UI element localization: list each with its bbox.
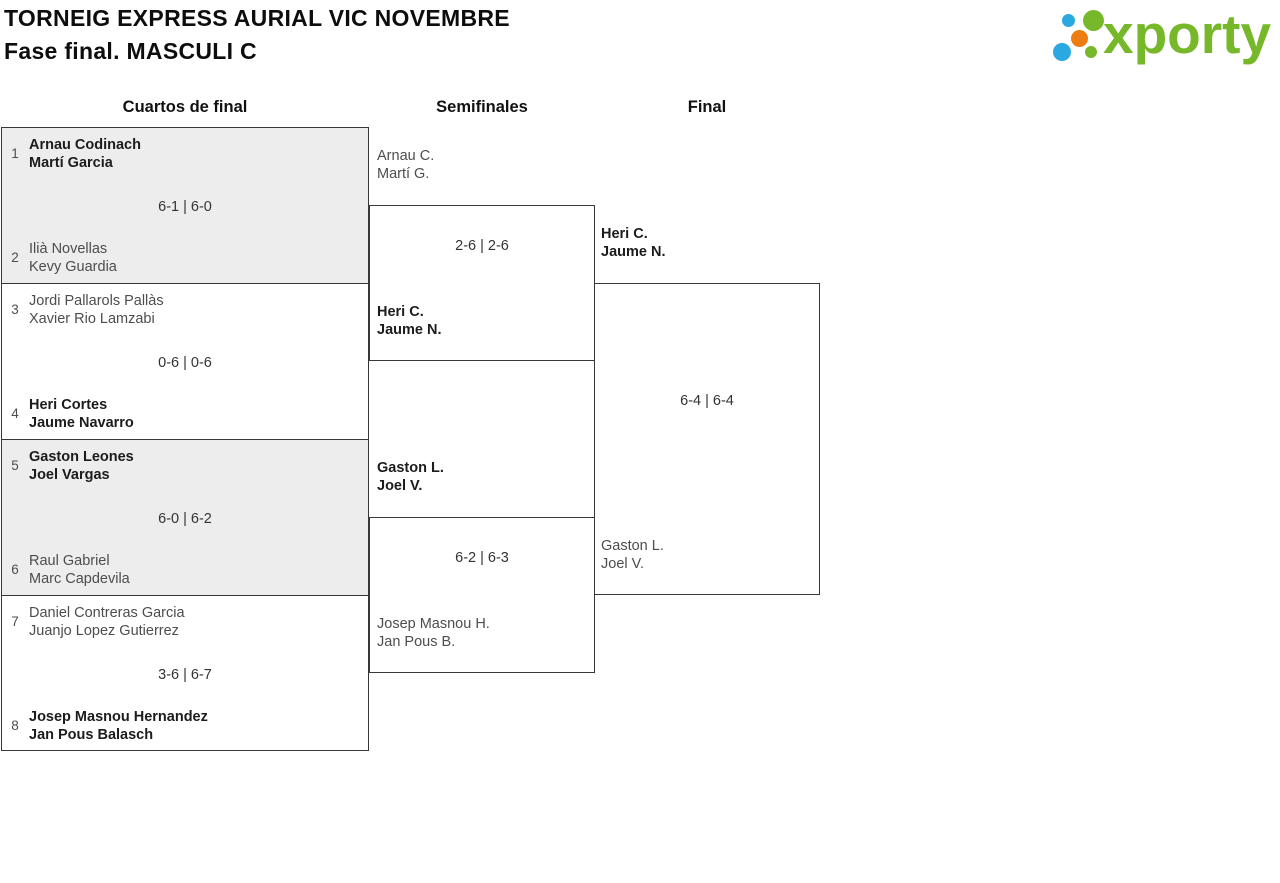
- team-pair: Heri Cortes Jaume Navarro: [29, 396, 134, 432]
- team-pair: Gaston Leones Joel Vargas: [29, 448, 134, 484]
- semifinal-match-2-box: [369, 517, 595, 673]
- round-header-quarterfinals: Cuartos de final: [122, 98, 248, 116]
- player-name: Xavier Rio Lamzabi: [29, 311, 155, 327]
- player-name: Josep Masnou H.: [377, 616, 490, 632]
- player-name: Jaume N.: [601, 244, 666, 260]
- seed-number: 5: [11, 458, 19, 473]
- player-name: Heri C.: [601, 226, 648, 242]
- logo-dot-icon: [1085, 46, 1097, 58]
- player-name: Heri C.: [377, 304, 424, 320]
- team-pair: Heri C. Jaume N.: [601, 225, 665, 261]
- player-name: Joel V.: [601, 556, 644, 572]
- quarterfinal-match-1: 1 Arnau Codinach Martí Garcia 6-1 | 6-0 …: [2, 128, 368, 284]
- player-name: Daniel Contreras Garcia: [29, 605, 185, 621]
- match-score: 6-2 | 6-3: [455, 550, 509, 566]
- player-name: Arnau Codinach: [29, 137, 141, 153]
- team-pair: Gaston L. Joel V.: [601, 537, 664, 573]
- player-name: Jan Pous B.: [377, 634, 456, 650]
- quarterfinal-match-3: 5 Gaston Leones Joel Vargas 6-0 | 6-2 6 …: [2, 440, 368, 596]
- player-name: Jaume N.: [377, 322, 442, 338]
- round-header-final: Final: [687, 98, 727, 116]
- seed-number: 3: [11, 302, 19, 317]
- team-pair: Raul Gabriel Marc Capdevila: [29, 552, 130, 588]
- team-pair: Arnau Codinach Martí Garcia: [29, 136, 141, 172]
- team-pair: Daniel Contreras Garcia Juanjo Lopez Gut…: [29, 604, 185, 640]
- seed-number: 6: [11, 562, 19, 577]
- logo-dot-icon: [1083, 10, 1104, 31]
- logo-dot-icon: [1062, 14, 1075, 27]
- seed-number: 4: [11, 406, 19, 421]
- player-name: Jordi Pallarols Pallàs: [29, 293, 164, 309]
- team-pair: Gaston L. Joel V.: [377, 459, 444, 495]
- team-pair: Ilià Novellas Kevy Guardia: [29, 240, 117, 276]
- match-score: 6-0 | 6-2: [158, 511, 212, 527]
- player-name: Gaston L.: [601, 538, 664, 554]
- player-name: Kevy Guardia: [29, 259, 117, 275]
- team-pair: Jordi Pallarols Pallàs Xavier Rio Lamzab…: [29, 292, 164, 328]
- match-score: 6-1 | 6-0: [158, 199, 212, 215]
- player-name: Jan Pous Balasch: [29, 727, 154, 743]
- player-name: Martí Garcia: [29, 155, 113, 171]
- logo-dot-icon: [1071, 30, 1088, 47]
- quarterfinal-match-2: 3 Jordi Pallarols Pallàs Xavier Rio Lamz…: [2, 284, 368, 440]
- team-pair: Josep Masnou H. Jan Pous B.: [377, 615, 490, 651]
- logo-dot-icon: [1053, 43, 1071, 61]
- player-name: Joel V.: [377, 478, 423, 494]
- player-name: Arnau C.: [377, 148, 435, 164]
- logo-wordmark: xporty: [1103, 3, 1272, 65]
- player-name: Marc Capdevila: [29, 571, 130, 587]
- seed-number: 8: [11, 718, 19, 733]
- match-score: 0-6 | 0-6: [158, 355, 212, 371]
- match-score: 3-6 | 6-7: [158, 667, 212, 683]
- team-pair: Arnau C. Martí G.: [377, 147, 434, 183]
- player-name: Heri Cortes: [29, 397, 108, 413]
- player-name: Gaston L.: [377, 460, 444, 476]
- final-match-box: [594, 283, 820, 595]
- player-name: Gaston Leones: [29, 449, 134, 465]
- team-pair: Heri C. Jaume N.: [377, 303, 441, 339]
- player-name: Raul Gabriel: [29, 553, 110, 569]
- phase-subtitle: Fase final. MASCULI C: [4, 38, 257, 64]
- match-score: 6-4 | 6-4: [680, 393, 734, 409]
- player-name: Juanjo Lopez Gutierrez: [29, 623, 179, 639]
- xporty-logo[interactable]: xporty: [1050, 0, 1280, 70]
- seed-number: 7: [11, 614, 19, 629]
- quarterfinal-match-4: 7 Daniel Contreras Garcia Juanjo Lopez G…: [2, 596, 368, 750]
- round-header-semifinals: Semifinales: [436, 98, 528, 116]
- player-name: Ilià Novellas: [29, 241, 108, 257]
- seed-number: 1: [11, 146, 19, 161]
- player-name: Joel Vargas: [29, 467, 110, 483]
- team-pair: Josep Masnou Hernandez Jan Pous Balasch: [29, 708, 208, 744]
- player-name: Josep Masnou Hernandez: [29, 709, 208, 725]
- player-name: Martí G.: [377, 166, 430, 182]
- match-score: 2-6 | 2-6: [455, 238, 509, 254]
- quarterfinals-column: 1 Arnau Codinach Martí Garcia 6-1 | 6-0 …: [1, 127, 369, 751]
- seed-number: 2: [11, 250, 19, 265]
- player-name: Jaume Navarro: [29, 415, 134, 431]
- tournament-title: TORNEIG EXPRESS AURIAL VIC NOVEMBRE: [4, 5, 510, 31]
